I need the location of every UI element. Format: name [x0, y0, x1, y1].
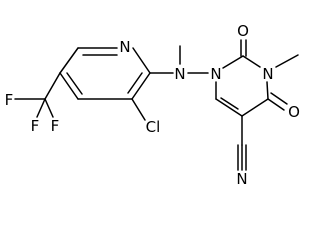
atom-oxygen-4: O — [288, 103, 300, 121]
atom-ring-nitrogen-3: N — [262, 65, 273, 83]
atom-fluorine-2: F — [31, 117, 40, 135]
pyridine-substituents — [14, 72, 146, 121]
bond-n1-c2 — [222, 55, 244, 69]
atom-labels: N Cl F F F N N N O O N — [5, 22, 300, 188]
bond-cf3-f3 — [44, 98, 54, 118]
atom-fluorine-3: F — [51, 117, 60, 135]
pyridine-ring — [59, 47, 151, 100]
bond-c2-npyr — [132, 47, 151, 74]
bond-c2-n3 — [242, 55, 261, 68]
bond-cf3-f2 — [36, 98, 46, 118]
atom-nitrile-nitrogen: N — [236, 170, 247, 188]
bond-c3-c2 — [131, 72, 151, 100]
bond-n3-c4 — [266, 81, 269, 100]
bond-c4-o4-double — [270, 92, 288, 105]
bond-c4-o4 — [267, 98, 285, 111]
bond-c5-c4-inner — [66, 72, 83, 95]
atom-ring-nitrogen-1: N — [210, 65, 221, 83]
atom-oxygen-2: O — [237, 22, 249, 40]
molecule-canvas: N Cl F F F N N N O O N — [5, 22, 300, 188]
bond-c3-cl — [131, 98, 146, 121]
bond-c5-c6-inner — [220, 97, 239, 110]
amine-linker — [149, 45, 209, 74]
pyrimidine-substituents — [237, 39, 299, 171]
atom-chlorine: Cl — [146, 118, 161, 136]
bond-c3-c2-inner — [127, 72, 143, 94]
atom-amine-nitrogen: N — [174, 65, 185, 83]
bond-c5-cf3 — [44, 72, 61, 100]
chemical-structure-diagram: N Cl F F F N N N O O N — [5, 22, 300, 188]
bond-c4-c5 — [241, 98, 269, 117]
bond-c5-c6 — [215, 98, 243, 117]
bond-c6-c5 — [59, 47, 79, 74]
pyrimidine-ring — [215, 55, 269, 117]
atom-pyridine-nitrogen: N — [119, 38, 130, 56]
bond-n3-methyl — [275, 54, 299, 68]
bond-c5-c4 — [59, 72, 79, 100]
atom-fluorine-1: F — [5, 91, 14, 109]
